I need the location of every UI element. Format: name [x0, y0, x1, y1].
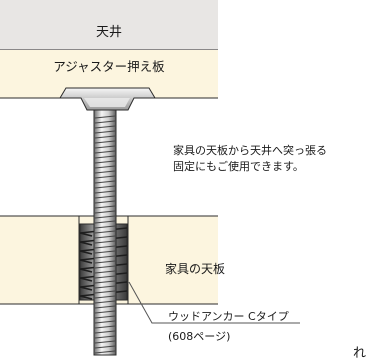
bolt-thread-line — [94, 175, 116, 179]
bolt-thread-line — [94, 195, 116, 199]
ceiling-label: 天井 — [95, 25, 122, 40]
anchor-page-reference: (608ページ) — [168, 330, 231, 343]
bolt-thread-line — [94, 330, 116, 334]
bolt-thread-line — [94, 165, 116, 169]
bolt-thread-line — [94, 280, 116, 284]
bolt-thread-line — [94, 300, 116, 304]
bolt-thread-line — [94, 285, 116, 289]
ceiling-panel — [0, 0, 218, 50]
bolt-thread-line — [94, 315, 116, 319]
bolt-thread-line — [94, 145, 116, 149]
bolt-thread-line — [94, 150, 116, 154]
bolt-thread-line — [94, 255, 116, 259]
usage-description-line2: 固定にもご使用できます。 — [173, 159, 304, 173]
bolt-thread-line — [94, 135, 116, 139]
bolt-thread-line — [94, 350, 116, 354]
bolt-thread-line — [94, 190, 116, 194]
anchor-name-label: ウッドアンカー Cタイプ — [168, 310, 289, 323]
bolt-thread-line — [94, 230, 116, 234]
bolt-thread-line — [94, 290, 116, 294]
bolt-thread-line — [94, 260, 116, 264]
bolt-thread-line — [94, 270, 116, 274]
bolt-threads — [94, 115, 116, 354]
bolt-thread-line — [94, 325, 116, 329]
adjuster-cap-highlight — [84, 98, 130, 107]
bolt-thread-line — [94, 310, 116, 314]
bolt-thread-line — [94, 295, 116, 299]
bolt-thread-line — [94, 120, 116, 124]
anchor-leader-line — [128, 281, 300, 324]
usage-description-line1: 家具の天板から天井へ突っ張る — [173, 144, 327, 157]
bolt-thread-line — [94, 235, 116, 239]
bolt-thread-line — [94, 245, 116, 249]
bolt-thread-line — [94, 155, 116, 159]
bolt-thread-line — [94, 250, 116, 254]
bolt-thread-line — [94, 275, 116, 279]
bolt-thread-line — [94, 180, 116, 184]
bolt-thread-line — [94, 170, 116, 174]
bolt-thread-line — [94, 115, 116, 119]
usage-description: 家具の天板から天井へ突っ張る 固定にもご使用できます。 — [173, 143, 327, 174]
bolt-thread-line — [94, 140, 116, 144]
adjuster-plate-label: アジャスター押え板 — [53, 59, 165, 74]
bolt-thread-line — [94, 305, 116, 309]
bolt-thread-line — [94, 185, 116, 189]
bolt-thread-line — [94, 215, 116, 219]
bolt-thread-line — [94, 225, 116, 229]
bolt-thread-line — [94, 130, 116, 134]
bolt-thread-line — [94, 220, 116, 224]
bolt-thread-line — [94, 335, 116, 339]
bolt-thread-line — [94, 265, 116, 269]
bolt-thread-line — [94, 240, 116, 244]
bolt-thread-line — [94, 345, 116, 349]
furniture-top-label: 家具の天板 — [165, 262, 226, 276]
bolt-thread-line — [94, 340, 116, 344]
bolt-thread-line — [94, 125, 116, 129]
bolt-thread-line — [94, 160, 116, 164]
bolt-thread-line — [94, 210, 116, 214]
bolt-thread-line — [94, 200, 116, 204]
bolt-thread-line — [94, 320, 116, 324]
cropped-text-fragment: れ — [353, 346, 367, 361]
bolt-thread-line — [94, 205, 116, 209]
